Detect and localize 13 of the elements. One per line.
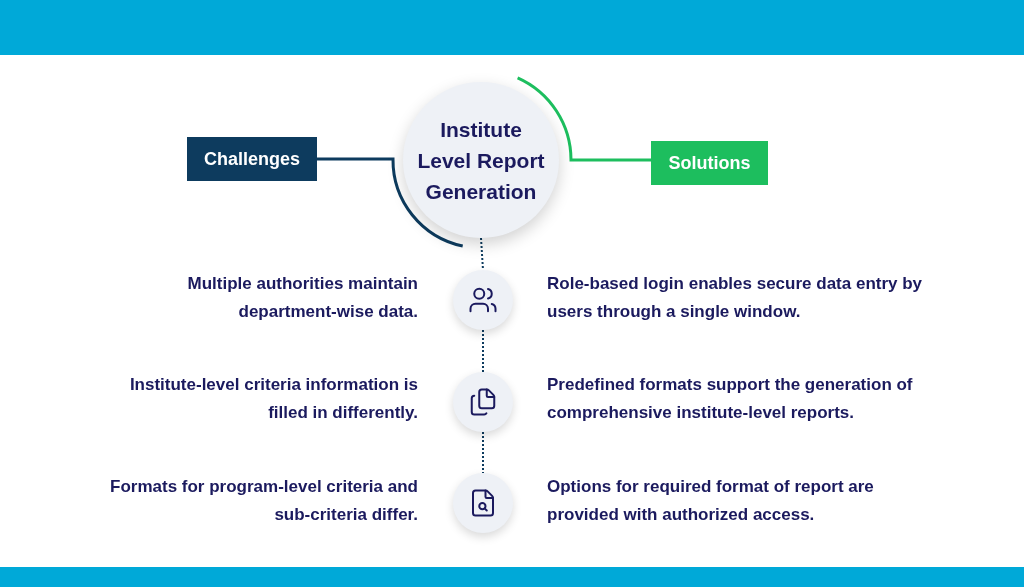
dotted-connector bbox=[482, 329, 484, 373]
challenge-text: Multiple authorities maintain department-wise data. bbox=[186, 273, 418, 323]
dotted-connector bbox=[482, 431, 484, 474]
dotted-connector bbox=[480, 237, 484, 271]
solution-text: Role-based login enables secure data entry by users through a single window. bbox=[547, 273, 924, 323]
solution-text: Predefined formats support the generation of comprehensive institute-level reports. bbox=[547, 374, 914, 424]
heading-box: Challenges bbox=[187, 137, 317, 181]
arc-connector bbox=[516, 76, 651, 162]
solution-text: Options for required format of report are provided with authorized access. bbox=[547, 476, 875, 526]
challenge-text: Formats for program-level criteria and sub-criteria differ. bbox=[109, 476, 418, 526]
challenge-text: Institute-level criteria information is filled in differently. bbox=[128, 374, 418, 424]
arc-connector bbox=[317, 157, 464, 248]
heading-box: Solutions bbox=[651, 141, 768, 185]
